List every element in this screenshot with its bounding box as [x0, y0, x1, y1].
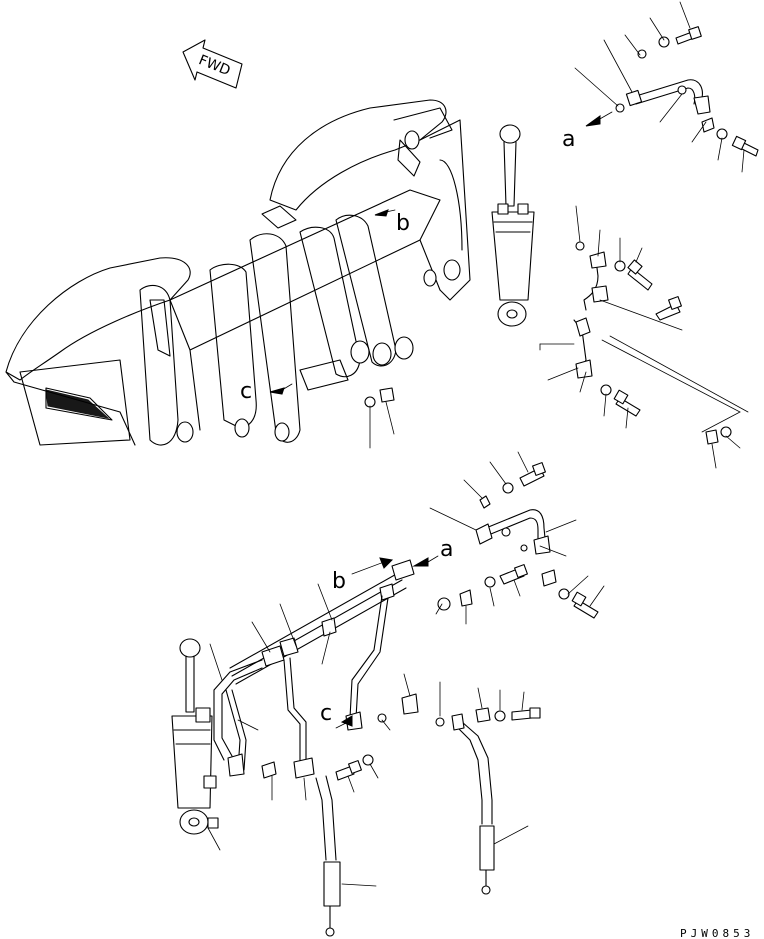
- bolt-icon: [335, 765, 355, 781]
- connection-label-b-upper: b: [396, 211, 410, 236]
- lower-flexible-hoses: [315, 713, 495, 937]
- bolt-icon: [627, 267, 653, 291]
- connection-label-a-upper: a: [562, 127, 575, 152]
- connection-label-c-lower: c: [320, 701, 332, 726]
- upper-hydraulic-cylinder: [491, 124, 535, 327]
- washer-icon: [720, 426, 732, 438]
- upper-hose-lines: [539, 79, 749, 433]
- washer-icon: [716, 128, 728, 140]
- washer-icon: [484, 576, 496, 588]
- clip-icon: [541, 569, 557, 587]
- lower-callout-leaders: [207, 451, 605, 887]
- washer-icon: [558, 588, 570, 600]
- drawing-code: PJW0853: [680, 927, 754, 939]
- nut-icon: [379, 387, 395, 403]
- lower-connection-markers: a b c: [320, 537, 453, 729]
- washer-icon: [658, 36, 670, 48]
- clamp-icon: [401, 693, 419, 715]
- lower-hydraulic-cylinder: [171, 638, 219, 835]
- washer-icon: [494, 710, 506, 722]
- connection-label-c-upper: c: [240, 379, 252, 404]
- boom-linkage-assembly: [5, 99, 471, 446]
- upper-callout-leaders: [369, 1, 745, 469]
- nut-icon: [705, 429, 719, 445]
- washer-icon: [614, 260, 626, 272]
- clip-icon: [479, 495, 491, 509]
- fwd-arrow-icon: FWD: [182, 39, 243, 89]
- washer-icon: [437, 597, 451, 611]
- connection-label-a-lower: a: [440, 537, 453, 562]
- washer-icon: [600, 384, 612, 396]
- washer-icon: [362, 754, 374, 766]
- lower-piping-assembly: [213, 509, 551, 779]
- upper-connection-markers: b c a: [240, 111, 613, 404]
- o-ring-icon: [377, 713, 387, 723]
- o-ring-icon: [575, 241, 585, 251]
- washer-icon: [502, 482, 514, 494]
- upper-hardware-parts: [364, 26, 759, 445]
- clip-icon: [261, 761, 277, 779]
- clamp-icon: [475, 707, 491, 723]
- lower-hardware-parts: [261, 462, 599, 781]
- connection-label-b-lower: b: [332, 569, 346, 594]
- clip-icon: [701, 117, 715, 133]
- clamp-icon: [459, 589, 473, 607]
- washer-icon: [637, 49, 647, 59]
- bolt-icon: [511, 709, 533, 721]
- washer-icon: [364, 396, 376, 408]
